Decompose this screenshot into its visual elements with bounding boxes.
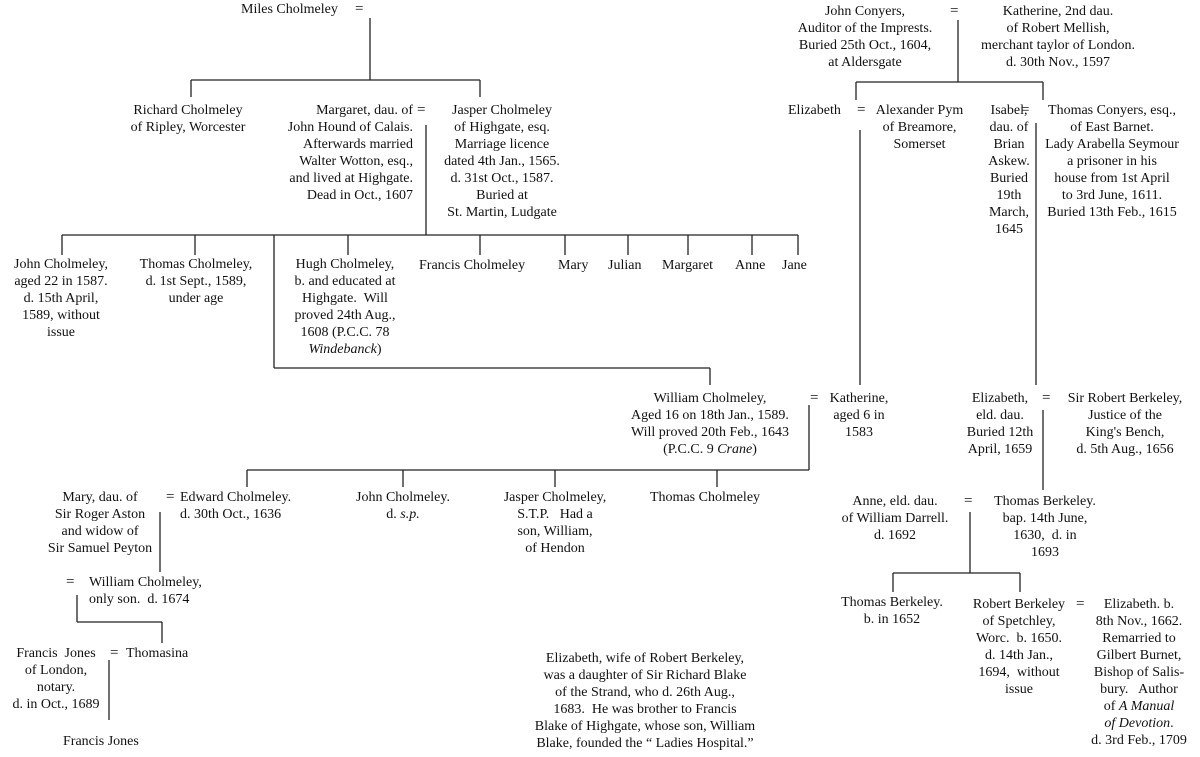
person-thomas-cholmeley-2: Thomas Cholmeley — [650, 490, 761, 505]
william-text: William Cholmeley, Aged 16 on 18th Jan.,… — [630, 391, 790, 457]
person-thomas-conyers: Thomas Conyers, esq., of East Barnet. La… — [1045, 103, 1179, 220]
marriage-sign-edward: = — [166, 489, 175, 505]
hugh-close: ) — [376, 342, 382, 357]
elizabeth-burnet-text: Elizabeth. b. 8th Nov., 1662. Remarried … — [1093, 597, 1185, 714]
footnote-blake: Elizabeth, wife of Robert Berkeley, was … — [534, 651, 756, 751]
person-william-cholmeley: William Cholmeley, Aged 16 on 18th Jan.,… — [610, 390, 810, 458]
person-anne: Anne — [735, 258, 766, 273]
person-robert-berkeley: Sir Robert Berkeley, Justice of the King… — [1067, 391, 1183, 457]
person-thomas-cholmeley-1: Thomas Cholmeley, d. 1st Sept., 1589, un… — [139, 257, 253, 306]
person-mary-aston: Mary, dau. of Sir Roger Aston and widow … — [47, 490, 153, 556]
hugh-ref: Windebanck — [308, 342, 377, 357]
person-john-conyers: John Conyers, Auditor of the Imprests. B… — [797, 4, 933, 70]
person-robert-berkeley-2: Robert Berkeley of Spetchley, Worc. b. 1… — [972, 597, 1066, 697]
marriage-sign-miles: = — [355, 1, 364, 17]
person-elizabeth-conyers-pym: Elizabeth — [788, 103, 841, 118]
marriage-sign-william-jr: = — [66, 574, 75, 590]
marriage-sign-william: = — [810, 390, 819, 406]
person-margaret-hound: Margaret, dau. of John Hound of Calais. … — [287, 103, 413, 203]
marriage-sign-jasper: = — [417, 102, 426, 118]
person-richard-cholmeley: Richard Cholmeley of Ripley, Worcester — [130, 103, 246, 135]
william-ref: Crane — [717, 442, 753, 457]
person-william-cholmeley-jr: William Cholmeley, only son. d. 1674 — [89, 575, 202, 607]
elizabeth-burnet-book: A Manual of Devotion — [1104, 699, 1175, 731]
marriage-sign-conyers: = — [950, 3, 959, 19]
person-john-cholmeley-1: John Cholmeley, aged 22 in 1587. d. 15th… — [14, 257, 108, 340]
marriage-sign-thomas-conyers: = — [1021, 102, 1030, 118]
person-alexander-pym: Alexander Pym of Breamore, Somerset — [875, 103, 964, 152]
person-elizabeth-burnet: Elizabeth. b. 8th Nov., 1662. Remarried … — [1080, 596, 1198, 749]
person-jane: Jane — [782, 258, 807, 273]
person-hugh-cholmeley: Hugh Cholmeley, b. and educated at Highg… — [276, 256, 414, 358]
person-katherine-pym: Katherine, aged 6 in 1583 — [829, 391, 889, 440]
marriage-sign-pym: = — [857, 102, 866, 118]
person-francis-cholmeley: Francis Cholmeley — [419, 258, 526, 273]
person-anne-darrell: Anne, eld. dau. of William Darrell. d. 1… — [841, 494, 949, 543]
person-francis-jones: Francis Jones of London, notary. d. in O… — [12, 646, 100, 712]
person-margaret: Margaret — [662, 258, 714, 273]
person-miles-cholmeley: Miles Cholmeley — [241, 2, 338, 17]
person-julian: Julian — [608, 258, 642, 273]
person-elizabeth-conyers: Elizabeth, eld. dau. Buried 12th April, … — [966, 391, 1034, 457]
person-mary: Mary — [558, 258, 589, 273]
person-francis-jones-2: Francis Jones — [63, 734, 139, 749]
person-jasper-cholmeley-jr: Jasper Cholmeley, S.T.P. Had a son, Will… — [503, 490, 607, 556]
william-close: ) — [752, 442, 757, 457]
marriage-sign-robert-berkeley: = — [1042, 390, 1051, 406]
person-edward-cholmeley: Edward Cholmeley. d. 30th Oct., 1636 — [180, 490, 292, 522]
marriage-sign-thomas-berkeley: = — [964, 493, 973, 509]
person-john-cholmeley-2: John Cholmeley. d. s.p. — [340, 489, 466, 523]
marriage-sign-robert-berkeley-2: = — [1076, 596, 1085, 612]
person-thomas-berkeley: Thomas Berkeley. bap. 14th June, 1630, d… — [994, 494, 1096, 560]
john2-text: John Cholmeley. d. — [356, 490, 450, 522]
marriage-sign-jones: = — [110, 645, 119, 661]
hugh-text: Hugh Cholmeley, b. and educated at Highg… — [294, 257, 396, 340]
person-thomasina: Thomasina — [126, 646, 189, 661]
elizabeth-burnet-death: . d. 3rd Feb., 1709 — [1091, 716, 1187, 748]
person-katherine-mellish: Katherine, 2nd dau. of Robert Mellish, m… — [981, 4, 1135, 70]
person-jasper-cholmeley-sr: Jasper Cholmeley of Highgate, esq. Marri… — [444, 103, 560, 220]
john2-sp: s.p. — [400, 507, 420, 522]
person-isabel-askew: Isabel, dau. of Brian Askew. Buried 19th… — [988, 103, 1030, 237]
person-thomas-berkeley-2: Thomas Berkeley. b. in 1652 — [841, 595, 943, 627]
